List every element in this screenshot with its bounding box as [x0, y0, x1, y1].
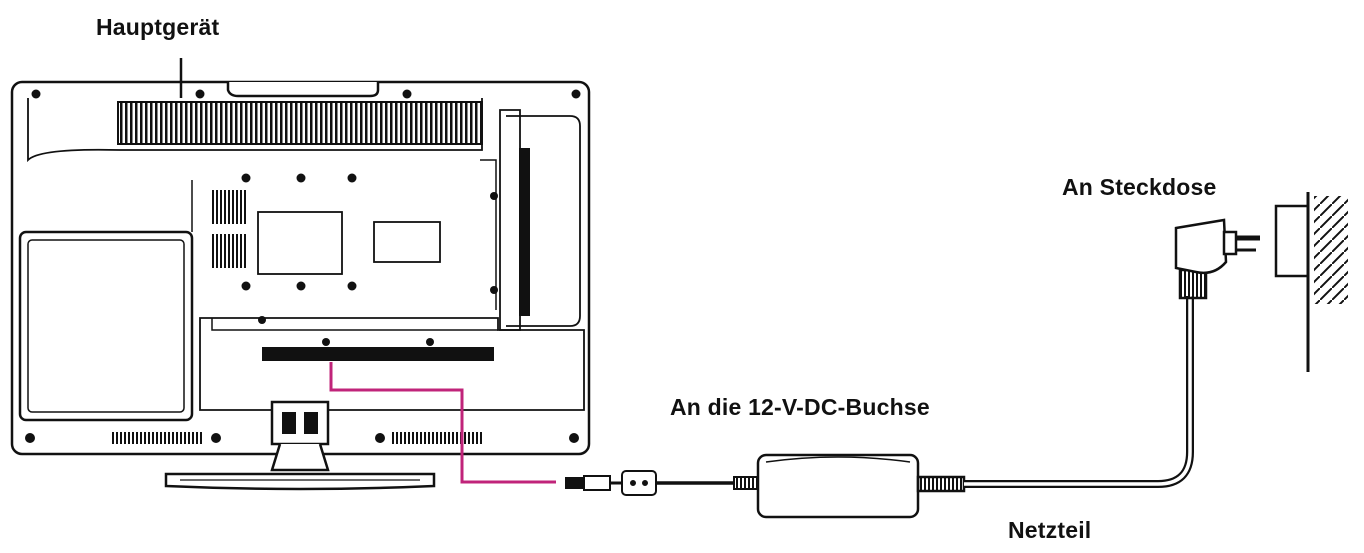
side-button-strip	[519, 148, 530, 316]
tv-main-unit	[10, 58, 591, 491]
dc-plug	[565, 470, 759, 496]
dc-jack-label: An die 12-V-DC-Buchse	[670, 394, 930, 420]
stand-neck	[270, 400, 330, 446]
outlet-label: An Steckdose	[1062, 174, 1217, 200]
wall-socket	[1274, 192, 1348, 372]
mains-plug	[1174, 218, 1260, 300]
top-vent-grille	[117, 101, 483, 145]
connector-port-strip	[262, 347, 494, 361]
power-adapter-label: Netzteil	[1008, 517, 1092, 543]
power-adapter	[756, 453, 966, 519]
dc-cable-path	[329, 362, 556, 484]
mains-cable	[964, 296, 1194, 488]
vesa-plate-left	[257, 211, 343, 275]
label-plate	[373, 221, 441, 263]
stand-base	[164, 472, 436, 491]
ferrite-core	[621, 470, 657, 496]
main-unit-label: Hauptgerät	[96, 14, 220, 40]
